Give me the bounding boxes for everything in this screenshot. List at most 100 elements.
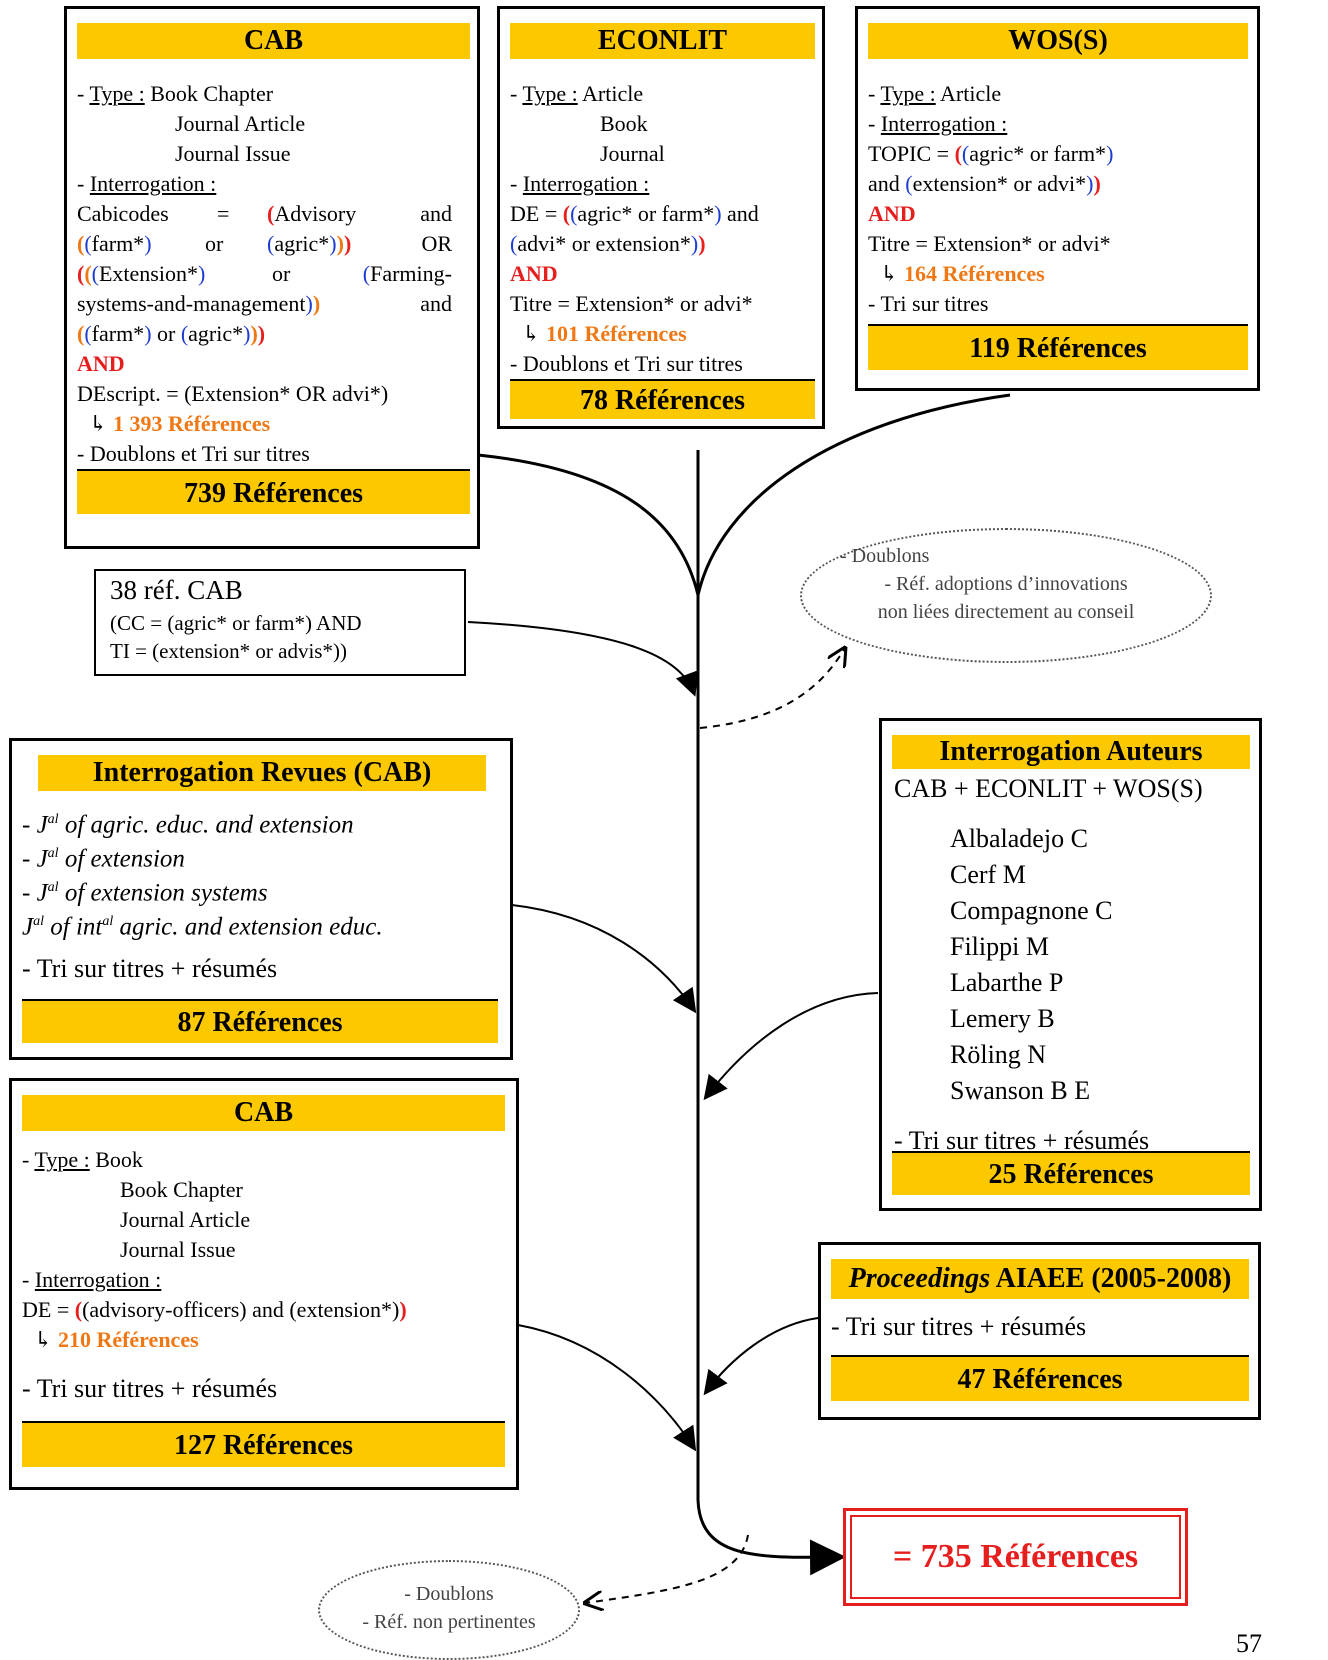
excluded-bottom-ellipse: - Doublons - Réf. non pertinentes [318, 1560, 580, 1660]
merge-wos [696, 393, 1011, 596]
auteurs-bases: CAB + ECONLIT + WOS(S) [894, 774, 1203, 803]
final-result-label: = 735 Références [892, 1538, 1139, 1575]
merge-cab1 [477, 453, 700, 596]
cab-1-query-line-4: systems-and-management)) and [77, 291, 452, 316]
type-label: Type : [89, 81, 145, 106]
cab-1-title: CAB [77, 23, 470, 59]
page-number: 57 [1236, 1629, 1262, 1658]
auteur-2: Cerf M [950, 860, 1026, 889]
cab-2-count: ↳ 210 Références [34, 1327, 199, 1352]
cab-2-result: 127 Références [22, 1421, 505, 1467]
wos-titre: Titre = Extension* or advi* [868, 231, 1111, 256]
arrow-revues [511, 904, 697, 1014]
excluded-top-line-1: - Doublons [840, 545, 930, 567]
cab-1-count: ↳ 1 393 Références [89, 411, 271, 436]
cab-ref-line-3: TI = (extension* or advis*)) [110, 639, 347, 663]
wos-title: WOS(S) [868, 23, 1248, 59]
econlit-type-line: - Type : Article [510, 81, 644, 106]
econlit-and-operator: AND [510, 261, 558, 286]
cab-2-title: CAB [22, 1095, 505, 1131]
cab-2-type-4: Journal Issue [120, 1237, 236, 1262]
curved-arrow-icon: ↳ [34, 1327, 53, 1352]
cab-1-dedup: - Doublons et Tri sur titres [77, 441, 310, 466]
auteur-4: Filippi M [950, 932, 1049, 961]
revues-journal-3: - Jal of extension systems [22, 879, 268, 907]
wos-result: 119 Références [868, 324, 1248, 370]
econlit-type-3: Journal [600, 141, 665, 166]
excluded-top-line-3: non liées directement au conseil [877, 601, 1135, 623]
cab-2-type-3: Journal Article [120, 1207, 251, 1232]
revues-journal-4: Jal of intal agric. and extension educ. [22, 913, 383, 941]
cab-1-type-line: - Type : Book Chapter [77, 81, 274, 106]
auteurs-box: Interrogation Auteurs CAB + ECONLIT + WO… [879, 718, 1262, 1211]
final-result-box: = 735 Références [843, 1508, 1188, 1606]
econlit-query-line-1: DE = ((agric* or farm*) and [510, 201, 759, 226]
wos-box: WOS(S) - Type : Article - Interrogation … [855, 6, 1260, 391]
econlit-dedup: - Doublons et Tri sur titres [510, 351, 743, 376]
auteurs-result: 25 Références [892, 1151, 1250, 1195]
excluded-bottom-line-2: - Réf. non pertinentes [362, 1611, 536, 1633]
revues-journal-2: - Jal of extension [22, 845, 185, 873]
cab-1-query-line-2: ((farm*) or (agric*))) OR [77, 231, 452, 256]
excluded-top-ellipse: - Doublons - Réf. adoptions d’innovation… [800, 528, 1212, 663]
auteur-3: Compagnone C [950, 896, 1113, 925]
auteur-8: Swanson B E [950, 1076, 1091, 1105]
cab-2-type-2: Book Chapter [120, 1177, 243, 1202]
arrow-final [696, 1499, 846, 1576]
cab-ref-box: 38 réf. CAB (CC = (agric* or farm*) AND … [94, 569, 466, 676]
auteurs-title: Interrogation Auteurs [892, 735, 1250, 769]
proceedings-box: Proceedings AIAEE (2005-2008) - Tri sur … [818, 1242, 1261, 1420]
cab-2-tri: - Tri sur titres + résumés [22, 1374, 278, 1403]
auteur-7: Röling N [950, 1040, 1047, 1069]
wos-query-line-2: and (extension* or advi*)) [868, 171, 1101, 196]
econlit-titre: Titre = Extension* or advi* [510, 291, 753, 316]
curved-arrow-icon: ↳ [880, 261, 899, 286]
revues-journal-1: - Jal of agric. educ. and extension [22, 811, 354, 839]
cab-1-interrogation-label: - Interrogation : [77, 171, 217, 196]
cab-2-type-line: - Type : Book [22, 1147, 143, 1172]
cab-ref-line-2: (CC = (agric* or farm*) AND [110, 611, 362, 635]
revues-result: 87 Références [22, 999, 498, 1043]
wos-interrogation-label: - Interrogation : [868, 111, 1008, 136]
cab-1-and-operator: AND [77, 351, 125, 376]
econlit-box: ECONLIT - Type : Article Book Journal - … [497, 6, 825, 429]
wos-count: ↳ 164 Références [880, 261, 1045, 286]
wos-query-line-1: TOPIC = ((agric* or farm*) [868, 141, 1114, 166]
cab-1-query-line-1: Cabicodes = (Advisory and [77, 201, 452, 226]
cab-ref-line-1: 38 réf. CAB [110, 575, 243, 605]
auteurs-tri: - Tri sur titres + résumés [894, 1126, 1150, 1155]
cab-box-2: CAB - Type : Book Book Chapter Journal A… [9, 1078, 519, 1490]
excluded-bottom-line-1: - Doublons [404, 1583, 494, 1605]
cab-1-type-2: Journal Article [175, 111, 306, 136]
curved-arrow-icon: ↳ [522, 321, 541, 346]
proceedings-result: 47 Références [831, 1355, 1249, 1401]
cab-1-type-3: Journal Issue [175, 141, 291, 166]
revues-title: Interrogation Revues (CAB) [38, 755, 486, 791]
excluded-top-line-2: - Réf. adoptions d’innovations [884, 573, 1128, 595]
econlit-count: ↳ 101 Références [522, 321, 687, 346]
cab-2-interrogation-label: - Interrogation : [22, 1267, 162, 1292]
auteur-5: Labarthe P [950, 968, 1064, 997]
cab-1-query-line-3: (((Extension*) or (Farming- [77, 261, 452, 286]
wos-type-line: - Type : Article [868, 81, 1002, 106]
revues-box: Interrogation Revues (CAB) - Jal of agri… [9, 738, 513, 1060]
cab-2-query: DE = ((advisory-officers) and (extension… [22, 1297, 407, 1322]
cab-1-descript: DEscript. = (Extension* OR advi*) [77, 381, 389, 406]
revues-tri: - Tri sur titres + résumés [22, 954, 278, 983]
econlit-type-2: Book [600, 111, 648, 136]
wos-tri: - Tri sur titres [868, 291, 989, 316]
arrow-cab2 [517, 1324, 697, 1452]
cab-1-query-line-5: ((farm*) or (agric*))) [77, 321, 266, 346]
econlit-query-line-2: (advi* or extension*)) [510, 231, 706, 256]
proceedings-tri: - Tri sur titres + résumés [831, 1312, 1087, 1341]
arrow-cab-ref [467, 621, 699, 697]
proceedings-title: Proceedings AIAEE (2005-2008) [831, 1259, 1249, 1299]
econlit-title: ECONLIT [510, 23, 815, 59]
cab-1-result: 739 Références [77, 469, 470, 514]
econlit-result: 78 Références [510, 379, 815, 419]
dashed-excluded-top [699, 648, 845, 729]
auteur-1: Albaladejo C [950, 824, 1088, 853]
cab-box-1: CAB - Type : Book Chapter Journal Articl… [64, 6, 480, 549]
econlit-interrogation-label: - Interrogation : [510, 171, 650, 196]
curved-arrow-icon: ↳ [89, 411, 108, 436]
